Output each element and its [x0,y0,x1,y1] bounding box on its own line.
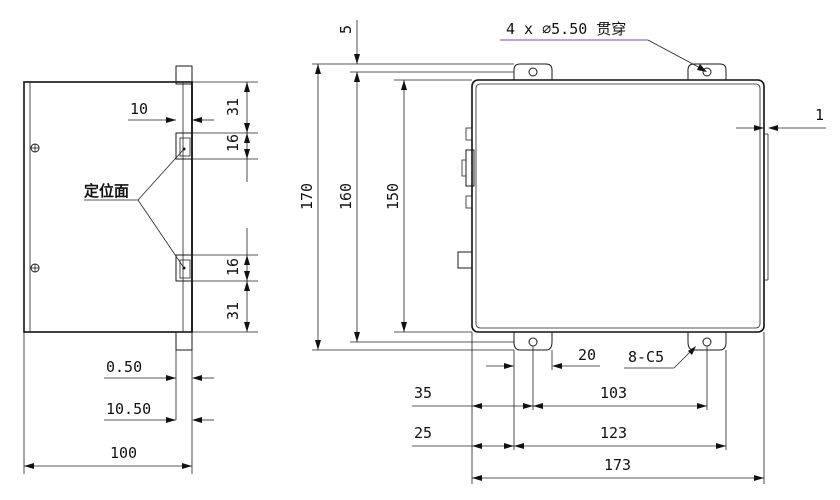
screw-icon [30,143,40,153]
chamfer-callout: 8-C5 [628,348,664,366]
dim-5: 5 [337,25,355,34]
dim-10: 10 [130,100,148,118]
dim-25: 25 [414,424,432,442]
left-bottom-tab [175,331,193,351]
mounting-ear-top-right [687,63,727,80]
dim-103: 103 [600,384,627,402]
dim-160: 160 [337,183,355,210]
hole-callout: 4 x ∅5.50 贯穿 [506,20,626,38]
dim-170: 170 [298,183,316,210]
dim-16-bottom: 16 [224,258,242,276]
dim-173: 173 [604,456,631,474]
screw-icon [30,263,40,273]
right-enclosure-body [471,79,765,333]
dim-31-top: 31 [224,98,242,116]
dim-150: 150 [384,183,402,210]
dim-10-50: 10.50 [106,400,151,418]
right-view: 170 160 150 5 1 4 x ∅5.50 贯穿 8-C5 [298,20,826,484]
connector-icon [457,251,473,269]
locating-pocket-bottom [175,254,193,282]
mounting-ear-top-left [513,63,553,80]
dim-0-50: 0.50 [106,358,142,376]
dim-31-bottom: 31 [224,302,242,320]
dim-1: 1 [815,106,824,124]
dim-20: 20 [578,346,596,364]
dim-35: 35 [414,384,432,402]
dim-123: 123 [600,424,627,442]
dim-16-top: 16 [224,134,242,152]
locating-pocket-top [175,132,193,160]
left-view: 定位面 31 16 16 31 10 [23,65,258,474]
left-top-tab [175,65,193,85]
dim-100: 100 [110,444,137,462]
locating-face-label: 定位面 [84,182,129,200]
